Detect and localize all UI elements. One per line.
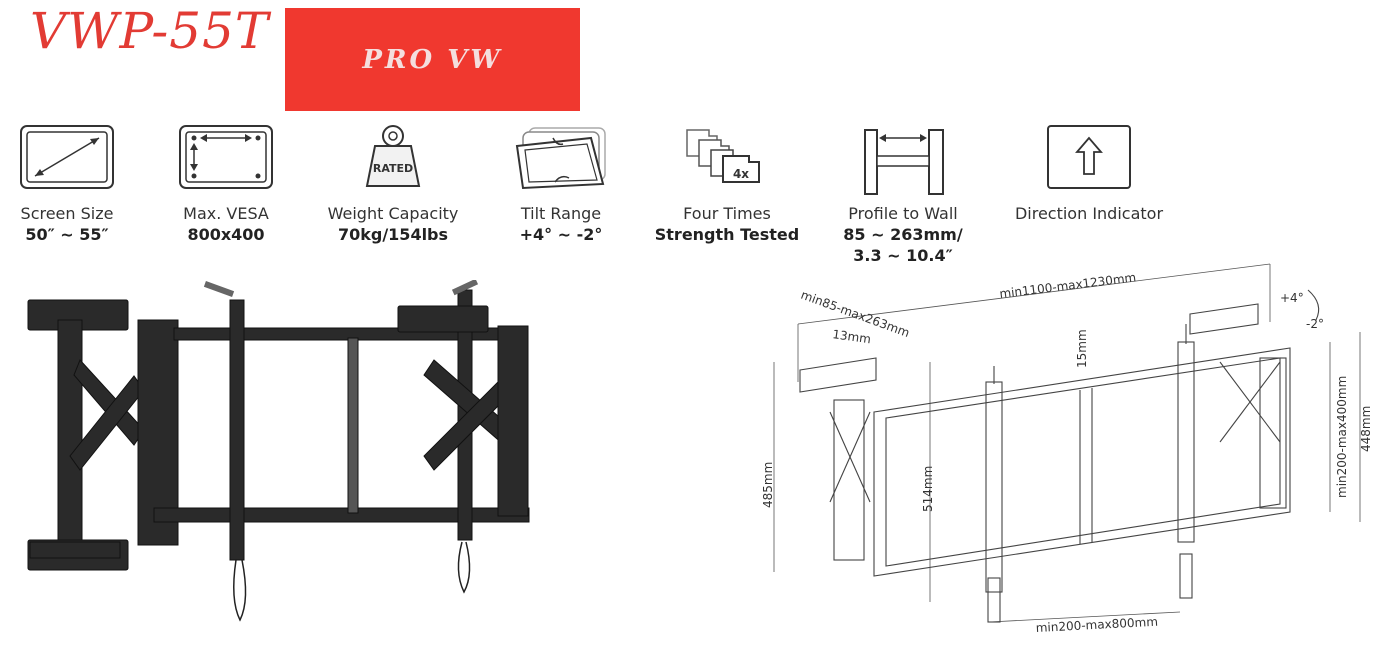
feature-vesa: Max. VESA 800x400 <box>141 124 311 244</box>
feature-tilt: Tilt Range +4° ~ -2° <box>476 124 646 244</box>
feature-value: Strength Tested <box>654 225 800 244</box>
weight-icon: RATED <box>365 125 421 187</box>
feature-direction: Direction Indicator <box>1004 124 1174 223</box>
feature-value-2: 3.3 ~ 10.4″ <box>853 246 953 265</box>
feature-label: Direction Indicator <box>1014 204 1164 223</box>
banner-text: PRO VW <box>362 44 503 75</box>
feature-strength: 4x Four Times Strength Tested <box>642 124 812 244</box>
feature-value: 70kg/154lbs <box>337 225 449 244</box>
feature-value: 50″ ~ 55″ <box>25 225 109 244</box>
model-title: VWP-55T <box>30 2 270 60</box>
strength-icon: 4x <box>686 129 760 183</box>
rail-height-label: 15mm <box>1075 329 1089 368</box>
width-range-label: min1100-max1230mm <box>999 270 1137 301</box>
feature-label: Weight Capacity <box>327 204 459 223</box>
feature-value: +4° ~ -2° <box>519 225 603 244</box>
dimension-drawing: min1100-max1230mm min85-max263mm 13mm 15… <box>761 263 1373 635</box>
height-514-label: 514mm <box>921 466 935 512</box>
product-line-banner: PRO VW <box>285 8 580 111</box>
feature-weight: RATED Weight Capacity 70kg/154lbs <box>308 124 478 244</box>
vesa-icon <box>179 125 273 189</box>
rated-badge: RATED <box>373 162 413 175</box>
tilt-up-label: +4° <box>1280 291 1304 305</box>
vesa-horizontal-label: min200-max800mm <box>1035 615 1158 635</box>
direction-icon <box>1047 125 1131 189</box>
feature-value: 85 ~ 263mm/ <box>843 225 963 244</box>
feature-label: Screen Size <box>20 204 114 223</box>
feature-label: Four Times <box>683 204 771 223</box>
height-485-label: 485mm <box>761 462 775 508</box>
feature-label: Tilt Range <box>520 204 602 223</box>
strength-badge: 4x <box>733 167 749 181</box>
offset-label: 13mm <box>832 327 872 346</box>
vesa-vertical-label: min200-max400mm <box>1335 376 1349 498</box>
feature-label: Max. VESA <box>183 204 269 223</box>
feature-profile: Profile to Wall 85 ~ 263mm/ 3.3 ~ 10.4″ <box>818 124 988 265</box>
feature-screen-size: Screen Size 50″ ~ 55″ <box>0 124 152 244</box>
tilt-down-label: -2° <box>1306 317 1324 331</box>
product-photo <box>27 280 530 622</box>
tilt-icon <box>515 127 606 190</box>
feature-value: 800x400 <box>187 225 265 244</box>
feature-label: Profile to Wall <box>848 204 958 223</box>
screen-size-icon <box>20 125 114 189</box>
profile-icon <box>864 129 944 195</box>
height-448-label: 448mm <box>1359 406 1373 452</box>
